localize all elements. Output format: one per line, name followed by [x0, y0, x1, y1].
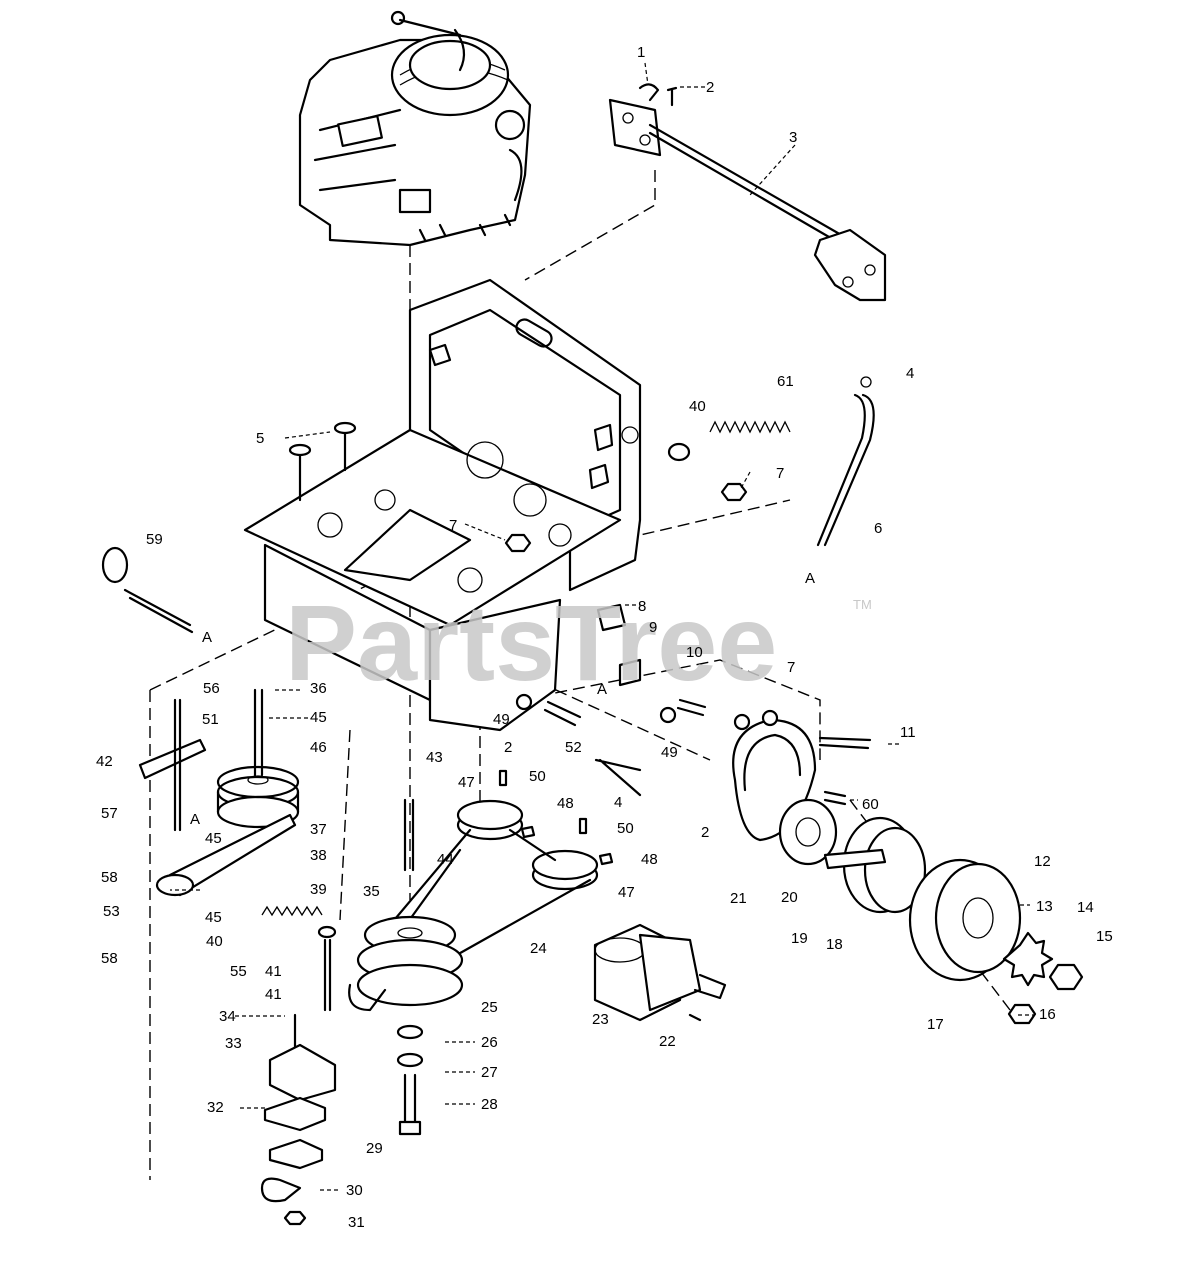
callout-60: 60 — [862, 796, 879, 813]
mounting-plates — [260, 1043, 337, 1226]
callout-8: 8 — [638, 598, 646, 615]
callout-10: 10 — [686, 644, 703, 661]
callout-31: 31 — [348, 1214, 365, 1231]
callout-39: 39 — [310, 881, 327, 898]
hardware — [288, 421, 872, 1052]
callout-41b: 41 — [265, 986, 282, 1003]
clutch-bolt — [396, 1024, 424, 1136]
callout-23: 23 — [592, 1011, 609, 1028]
callout-17: 17 — [927, 1016, 944, 1033]
callout-38: 38 — [310, 847, 327, 864]
callout-ref-a-bracket: A — [597, 681, 607, 698]
callout-16: 16 — [1039, 1006, 1056, 1023]
callout-36: 36 — [310, 680, 327, 697]
callout-44: 44 — [437, 851, 454, 868]
callout-25: 25 — [481, 999, 498, 1016]
callout-7c: 7 — [787, 659, 795, 676]
callout-4: 4 — [906, 365, 914, 382]
callout-58: 58 — [101, 869, 118, 886]
engine — [298, 10, 532, 247]
callout-49: 49 — [493, 711, 510, 728]
callout-41: 41 — [265, 963, 282, 980]
callout-5: 5 — [256, 430, 264, 447]
callout-2b: 2 — [504, 739, 512, 756]
callout-12: 12 — [1034, 853, 1051, 870]
handle-bar — [608, 83, 887, 302]
callout-40b: 40 — [206, 933, 223, 950]
spring-lower — [261, 905, 323, 917]
callout-53: 53 — [103, 903, 120, 920]
callout-labels: 1 2 3 4 5 6 7 7 7 8 9 10 11 12 13 14 15 … — [96, 44, 1113, 1231]
callout-34: 34 — [219, 1008, 236, 1025]
callout-59: 59 — [146, 531, 163, 548]
callout-18: 18 — [826, 936, 843, 953]
tension-rod — [816, 376, 875, 547]
callout-24: 24 — [530, 940, 547, 957]
callout-9: 9 — [649, 619, 657, 636]
callout-19: 19 — [791, 930, 808, 947]
callout-32: 32 — [207, 1099, 224, 1116]
callout-52: 52 — [565, 739, 582, 756]
callout-26: 26 — [481, 1034, 498, 1051]
chain — [101, 546, 194, 634]
callout-2c: 2 — [701, 824, 709, 841]
callout-21: 21 — [730, 890, 747, 907]
callout-14: 14 — [1077, 899, 1094, 916]
callout-48b: 48 — [641, 851, 658, 868]
callout-61: 61 — [777, 373, 794, 390]
main-frame — [243, 278, 642, 732]
callout-43: 43 — [426, 749, 443, 766]
callout-45c: 45 — [205, 909, 222, 926]
watermark-text: PartsTree — [285, 582, 777, 703]
callout-35: 35 — [363, 883, 380, 900]
callout-46: 46 — [310, 739, 327, 756]
callout-40: 40 — [689, 398, 706, 415]
callout-3: 3 — [789, 129, 797, 146]
callout-33: 33 — [225, 1035, 242, 1052]
callout-51: 51 — [202, 711, 219, 728]
callout-29: 29 — [366, 1140, 383, 1157]
callout-49b: 49 — [661, 744, 678, 761]
callout-37: 37 — [310, 821, 327, 838]
callout-ref-a-chain: A — [202, 629, 212, 646]
callout-20: 20 — [781, 889, 798, 906]
callout-4b: 4 — [614, 794, 622, 811]
callout-47: 47 — [458, 774, 475, 791]
callout-11: 11 — [900, 724, 916, 741]
callout-13: 13 — [1036, 898, 1053, 915]
callout-56: 56 — [203, 680, 220, 697]
drive-belt-assembly — [348, 798, 599, 1012]
watermark: PartsTree TM — [285, 582, 872, 703]
callout-47b: 47 — [618, 884, 635, 901]
callout-7: 7 — [776, 465, 784, 482]
callout-22: 22 — [659, 1033, 676, 1050]
callout-ref-a-rod: A — [805, 570, 815, 587]
callout-27: 27 — [481, 1064, 498, 1081]
callout-2: 2 — [706, 79, 714, 96]
callout-48: 48 — [557, 795, 574, 812]
callout-28: 28 — [481, 1096, 498, 1113]
callout-45b: 45 — [205, 830, 222, 847]
idler-pulley — [138, 688, 300, 897]
watermark-trademark: TM — [853, 597, 872, 612]
callout-50: 50 — [529, 768, 546, 785]
callout-30: 30 — [346, 1182, 363, 1199]
callout-58b: 58 — [101, 950, 118, 967]
hydraulic-motor — [593, 923, 727, 1022]
callout-50b: 50 — [617, 820, 634, 837]
callout-57: 57 — [101, 805, 118, 822]
spring — [667, 420, 791, 462]
callout-42: 42 — [96, 753, 113, 770]
callout-15: 15 — [1096, 928, 1113, 945]
callout-1: 1 — [637, 44, 645, 61]
wheel-assembly — [732, 718, 1084, 1025]
callout-45: 45 — [310, 709, 327, 726]
callout-6: 6 — [874, 520, 882, 537]
callout-7b: 7 — [449, 517, 457, 534]
callout-ref-a-idler: A — [190, 811, 200, 828]
leader-lines — [170, 62, 1035, 1191]
callout-55: 55 — [230, 963, 247, 980]
